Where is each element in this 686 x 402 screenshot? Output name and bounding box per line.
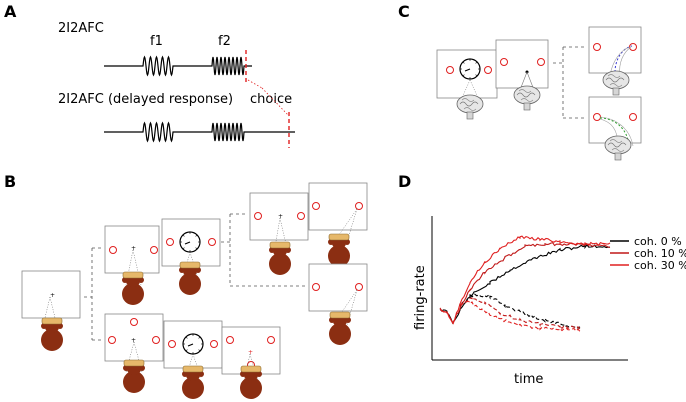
svg-text:+: +: [131, 337, 136, 344]
panel-a: A 2I2AFC f1 f2 2I2AFC (delayed response)…: [4, 2, 295, 148]
branch-connectors: [84, 213, 306, 341]
curves: [439, 235, 611, 332]
panel-d: D firing-rate time coh. 0 % coh. 10 % co…: [398, 172, 686, 387]
x-axis-label: time: [514, 372, 543, 387]
panel-b: B + + +: [4, 172, 368, 400]
legend: coh. 0 % coh. 10 % coh. 30 %: [610, 235, 686, 272]
screen-choice-b: [308, 182, 368, 231]
screen-targets: [104, 225, 160, 274]
firing-rate-curve: [439, 244, 610, 325]
f1-label: f1: [150, 34, 163, 49]
legend-label-2: coh. 30 %: [634, 259, 686, 272]
task1-label: 2I2AFC: [58, 21, 104, 36]
delay-connector: [247, 79, 290, 117]
panel-c: C: [398, 2, 642, 161]
trace-2: [104, 121, 295, 143]
legend-label-0: coh. 0 %: [634, 235, 682, 248]
firing-rate-curve: [439, 241, 611, 325]
f2-label: f2: [218, 34, 231, 49]
task2-label: 2I2AFC (delayed response): [58, 92, 233, 107]
firing-rate-curve: [439, 235, 611, 325]
screen-choice-a: [249, 192, 309, 241]
monkey: [40, 317, 64, 352]
panel-b-letter: B: [4, 172, 16, 191]
svg-text:+: +: [248, 349, 253, 356]
panel-c-letter: C: [398, 2, 410, 21]
panel-d-letter: D: [398, 172, 411, 191]
svg-text:+: +: [131, 245, 136, 252]
y-axis-label: firing-rate: [413, 265, 428, 330]
choice-label: choice: [250, 92, 292, 107]
trace-1: [104, 55, 252, 77]
firing-rate-curve: [459, 300, 581, 332]
firing-rate-curve: [459, 293, 581, 329]
screen-fixation: [21, 270, 81, 319]
legend-label-1: coh. 10 %: [634, 247, 686, 260]
firing-rate-curve: [459, 295, 581, 330]
panel-a-letter: A: [4, 2, 17, 21]
svg-text:+: +: [278, 213, 283, 220]
screen-choice-c: [308, 263, 368, 312]
svg-text:+: +: [50, 292, 55, 299]
